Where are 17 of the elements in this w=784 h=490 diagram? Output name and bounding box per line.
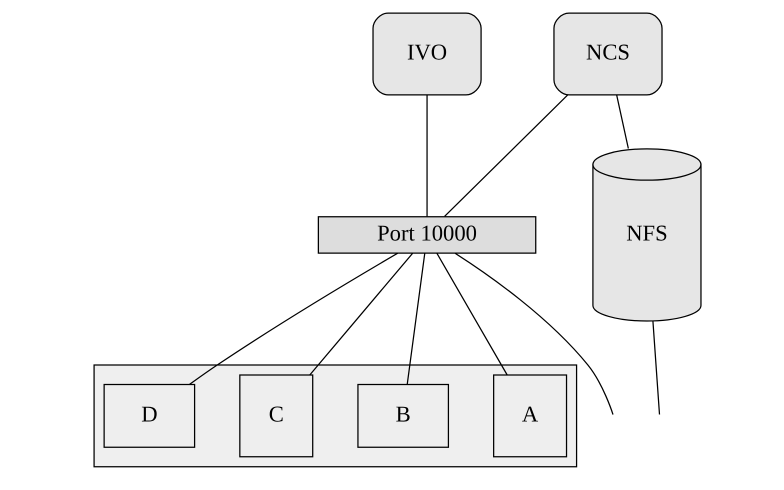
- connector: [652, 321, 660, 415]
- node-box: C: [238, 374, 313, 458]
- node-box: A: [492, 374, 567, 458]
- connector: [188, 252, 398, 385]
- node-box: IVO: [372, 12, 482, 96]
- connector: [426, 94, 428, 216]
- cluster: [92, 364, 577, 468]
- connector: [454, 252, 614, 415]
- connector: [308, 252, 413, 376]
- connector: [616, 94, 628, 149]
- node-box: B: [356, 384, 449, 448]
- connector: [406, 253, 425, 384]
- connector: [444, 94, 568, 217]
- node-box: Port 10000: [317, 216, 536, 254]
- node-box: NCS: [552, 12, 662, 96]
- connector: [436, 253, 508, 376]
- node-box: D: [103, 384, 195, 448]
